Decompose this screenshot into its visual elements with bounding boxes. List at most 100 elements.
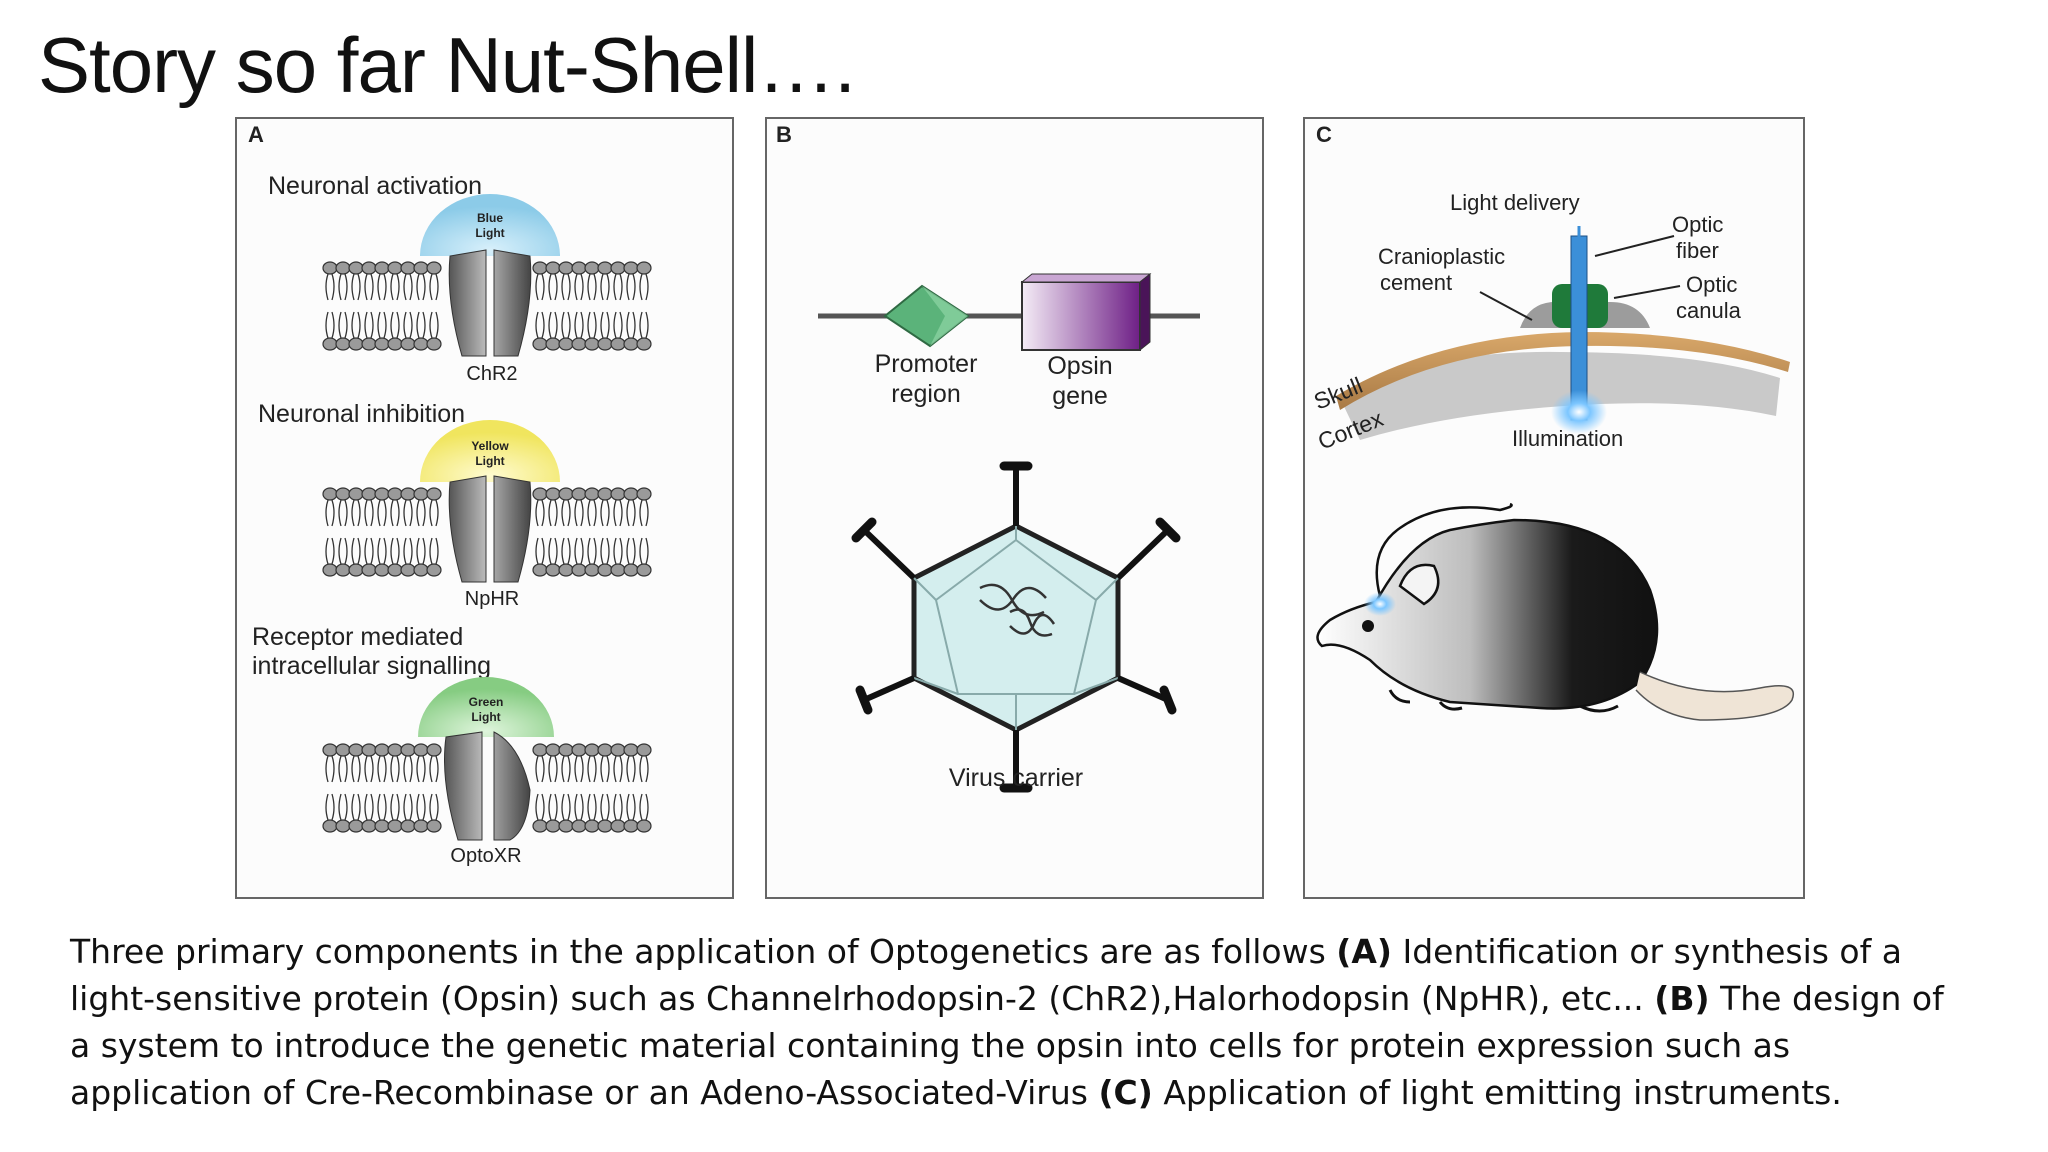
lipid-tail [403,793,413,821]
lipid-head [413,819,429,833]
lipid-tail [351,499,361,527]
lipid-head [322,337,338,351]
lipid-head [400,487,416,501]
lipid-tail [535,311,545,339]
lipid-tail [561,499,571,527]
lipid-tail [535,273,545,301]
lipid-tail [338,311,348,339]
lipid-head [584,487,600,501]
lipid-tail [548,499,558,527]
lipid-tail [377,755,387,783]
lipid-tail [639,537,649,565]
lipid-head [426,563,442,577]
lipid-tail [639,499,649,527]
section-heading: Neuronal inhibition [258,400,465,428]
lipid-head [623,563,639,577]
lipid-head [387,563,403,577]
green-light-dome [418,677,554,737]
lipid-head [636,819,652,833]
lipid-tail [325,755,335,783]
lipid-tail [325,499,335,527]
lipid-tail [587,311,597,339]
lipid-tail [351,755,361,783]
lipid-head [558,261,574,275]
lipid-tail [613,537,623,565]
lipid-tail [613,273,623,301]
lipid-tail [587,755,597,783]
lipid-head [584,743,600,757]
lipid-tail [561,537,571,565]
slide-title: Story so far Nut-Shell…. [38,21,856,109]
lipid-tail [325,537,335,565]
lipid-tail [364,537,374,565]
lipid-head [597,337,613,351]
lipid-tail [613,311,623,339]
panel-c-frame [1303,117,1805,899]
section-heading: Neuronal activation [268,172,482,200]
light-label: Light [471,710,500,724]
lipid-head [532,337,548,351]
lipid-head [335,337,351,351]
lipid-head [426,743,442,757]
lipid-tail [390,311,400,339]
lipid-head [361,487,377,501]
lipid-tail [600,537,610,565]
lipid-tail [600,793,610,821]
lipid-head [558,743,574,757]
lipid-head [532,487,548,501]
lipid-tail [626,755,636,783]
lipid-head [597,819,613,833]
membrane-bilayer [322,743,652,833]
mouse-tail [1635,671,1794,721]
lipid-head [400,819,416,833]
optogenetics-figure: A Neuronal activation Blue Light ChR2 Ne… [235,117,1805,899]
caption-text: Identification or synthesis of a light-s… [70,932,1902,1018]
lipid-tail [561,793,571,821]
lipid-tail [416,499,426,527]
lipid-head [558,487,574,501]
leader-line [1479,291,1533,321]
leader-line [1613,285,1681,299]
lipid-head [558,819,574,833]
panel-c: C Light delivery Optic fiber Cranioplast… [1303,117,1805,899]
light-label: Blue [477,211,503,225]
lipid-head [426,337,442,351]
lipid-tail [364,273,374,301]
opsin-label: gene [1052,382,1108,410]
lipid-head [322,819,338,833]
lipid-head [610,337,626,351]
lipid-head [387,819,403,833]
lipid-head [532,261,548,275]
lipid-head [361,819,377,833]
lipid-head [623,743,639,757]
optic-fiber-label: fiber [1676,238,1719,263]
lipid-head [571,743,587,757]
lipid-head [623,487,639,501]
virus-carrier-icon [851,461,1181,793]
lipid-tail [403,537,413,565]
lipid-head [413,337,429,351]
lipid-tail [351,273,361,301]
yellow-light-dome [420,420,560,482]
lipid-tail [639,273,649,301]
lipid-tail [351,793,361,821]
lipid-tail [429,311,439,339]
lipid-head [545,261,561,275]
lipid-head [558,337,574,351]
lipid-tail [574,273,584,301]
caption-marker-a: (A) [1336,932,1392,971]
lipid-head [584,337,600,351]
lipid-head [361,261,377,275]
lipid-head [374,337,390,351]
lipid-head [571,563,587,577]
lipid-head [400,563,416,577]
lipid-head [623,261,639,275]
lipid-head [571,487,587,501]
lipid-head [610,819,626,833]
lipid-head [532,743,548,757]
lipid-head [584,261,600,275]
lipid-tail [364,311,374,339]
lipid-tail [338,755,348,783]
caption-text: The design of a system to introduce the … [70,979,1944,1112]
lipid-head [636,487,652,501]
